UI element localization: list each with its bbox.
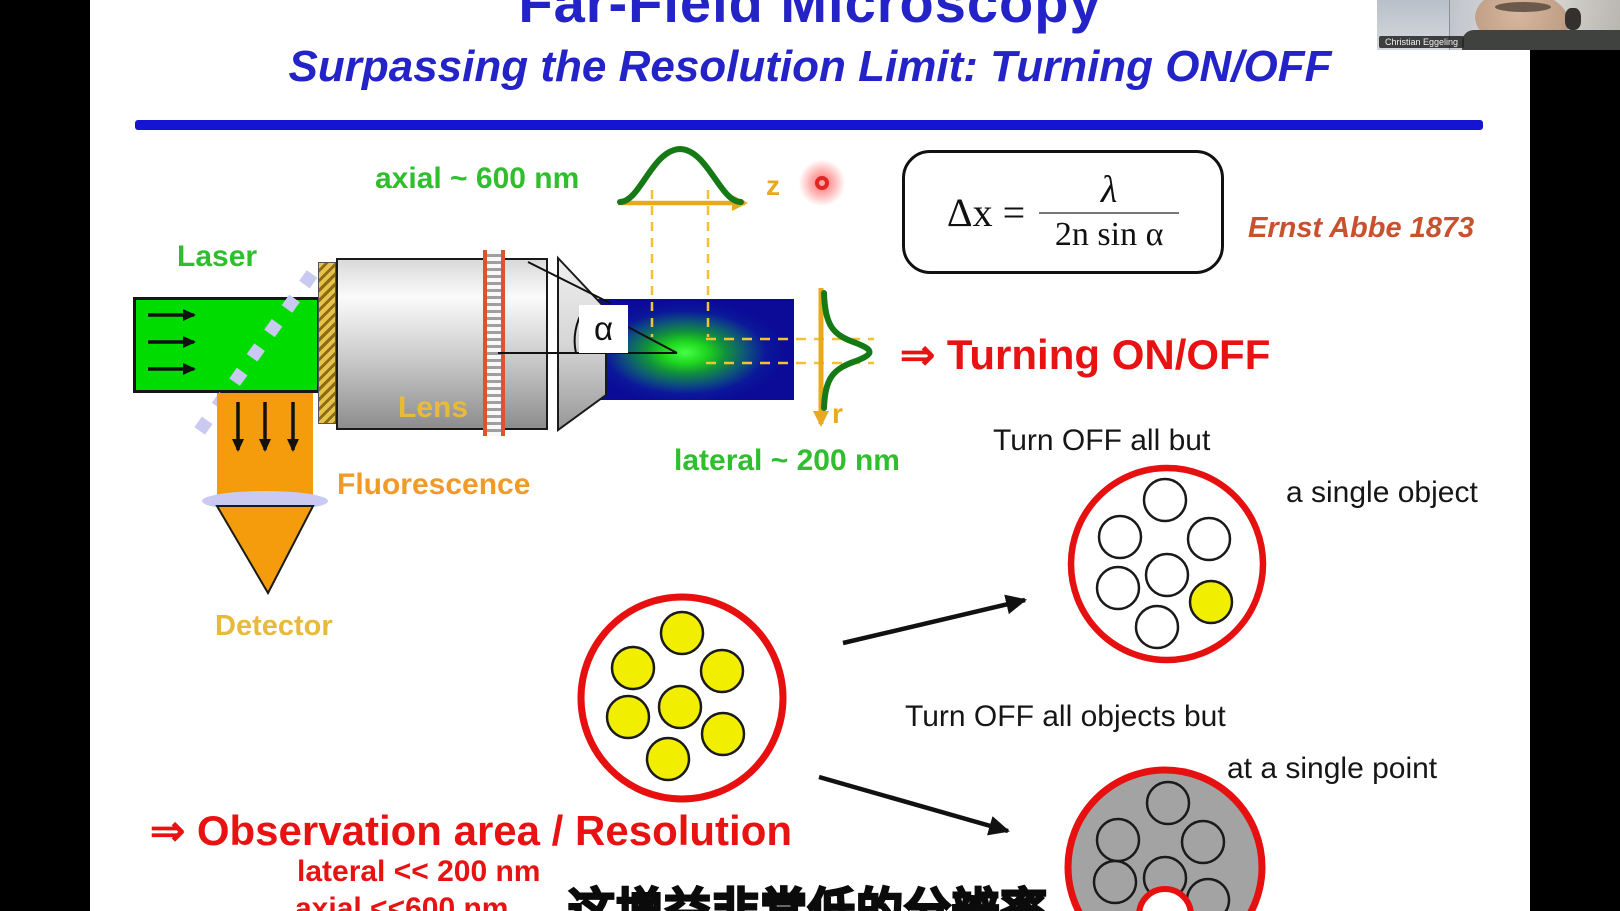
a-single-object-text: a single object bbox=[1286, 476, 1478, 509]
single-object-circle bbox=[1067, 464, 1267, 664]
detector-funnel bbox=[215, 505, 315, 596]
focus-rays bbox=[498, 261, 678, 354]
laser-beam bbox=[133, 297, 320, 393]
laser-arrows bbox=[148, 309, 196, 375]
abbe-formula-box: Δx = λ 2n sin α bbox=[902, 150, 1224, 274]
webcam-person-shoulder bbox=[1462, 30, 1620, 50]
turn-off-all-objects-but-text: Turn OFF all objects but bbox=[905, 700, 1226, 733]
title-divider bbox=[135, 120, 1483, 130]
fluorescence-arrows bbox=[232, 402, 299, 452]
arrow-to-single-point bbox=[818, 774, 1010, 836]
z-axis-label: z bbox=[766, 170, 780, 201]
webcam-name-tag: Christian Eggeling bbox=[1379, 36, 1465, 48]
axial-psf-plot bbox=[617, 145, 748, 337]
axial-psf-label: axial ~ 600 nm bbox=[375, 162, 580, 195]
turning-on-off-statement: ⇒ Turning ON/OFF bbox=[900, 331, 1271, 378]
laser-label: Laser bbox=[177, 240, 258, 273]
radial-psf-plot bbox=[706, 288, 874, 427]
sample-objects-circle bbox=[577, 593, 787, 803]
fluorescence-label: Fluorescence bbox=[337, 468, 531, 501]
lateral-psf-label: lateral ~ 200 nm bbox=[674, 444, 900, 477]
lateral-limit-text: lateral << 200 nm bbox=[297, 855, 541, 888]
laser-pointer-ring bbox=[815, 176, 829, 190]
axial-limit-text: axial <<600 nm bbox=[295, 892, 509, 911]
lens-label: Lens bbox=[398, 391, 469, 424]
page-subtitle: Surpassing the Resolution Limit: Turning… bbox=[288, 42, 1332, 91]
webcam-tile[interactable]: Christian Eggeling bbox=[1377, 0, 1620, 50]
webcam-person-headphone bbox=[1565, 8, 1581, 30]
formula-denominator: 2n sin α bbox=[1054, 216, 1164, 254]
alpha-angle-label: α bbox=[579, 305, 628, 353]
lens-phase-ring bbox=[483, 250, 505, 436]
single-point-circle bbox=[1064, 766, 1266, 911]
observation-statement: ⇒ Observation area / Resolution bbox=[150, 807, 793, 854]
webcam-person-glasses bbox=[1495, 2, 1551, 12]
formula-fraction: λ 2n sin α bbox=[1039, 169, 1180, 254]
arrow-to-single-object bbox=[842, 594, 1027, 646]
turn-off-all-but-text: Turn OFF all but bbox=[993, 424, 1211, 457]
formula-lhs: Δx = bbox=[946, 189, 1026, 235]
fraction-bar bbox=[1039, 212, 1180, 215]
subtitle-caption-overlay: 这增益非常低的分辨率 bbox=[567, 883, 1049, 911]
lens-mount bbox=[318, 262, 336, 424]
formula-numerator: λ bbox=[1100, 169, 1118, 212]
objective-lens-body bbox=[336, 258, 548, 430]
page-title: Far-Field Microscopy bbox=[518, 0, 1102, 34]
attribution-text: Ernst Abbe 1873 bbox=[1248, 212, 1475, 244]
r-axis-label: r bbox=[832, 398, 843, 429]
presentation-slide: Far-Field Microscopy Surpassing the Reso… bbox=[90, 0, 1530, 911]
at-a-single-point-text: at a single point bbox=[1227, 752, 1438, 785]
dichroic-mirror bbox=[190, 270, 318, 440]
detector-label: Detector bbox=[215, 610, 333, 642]
